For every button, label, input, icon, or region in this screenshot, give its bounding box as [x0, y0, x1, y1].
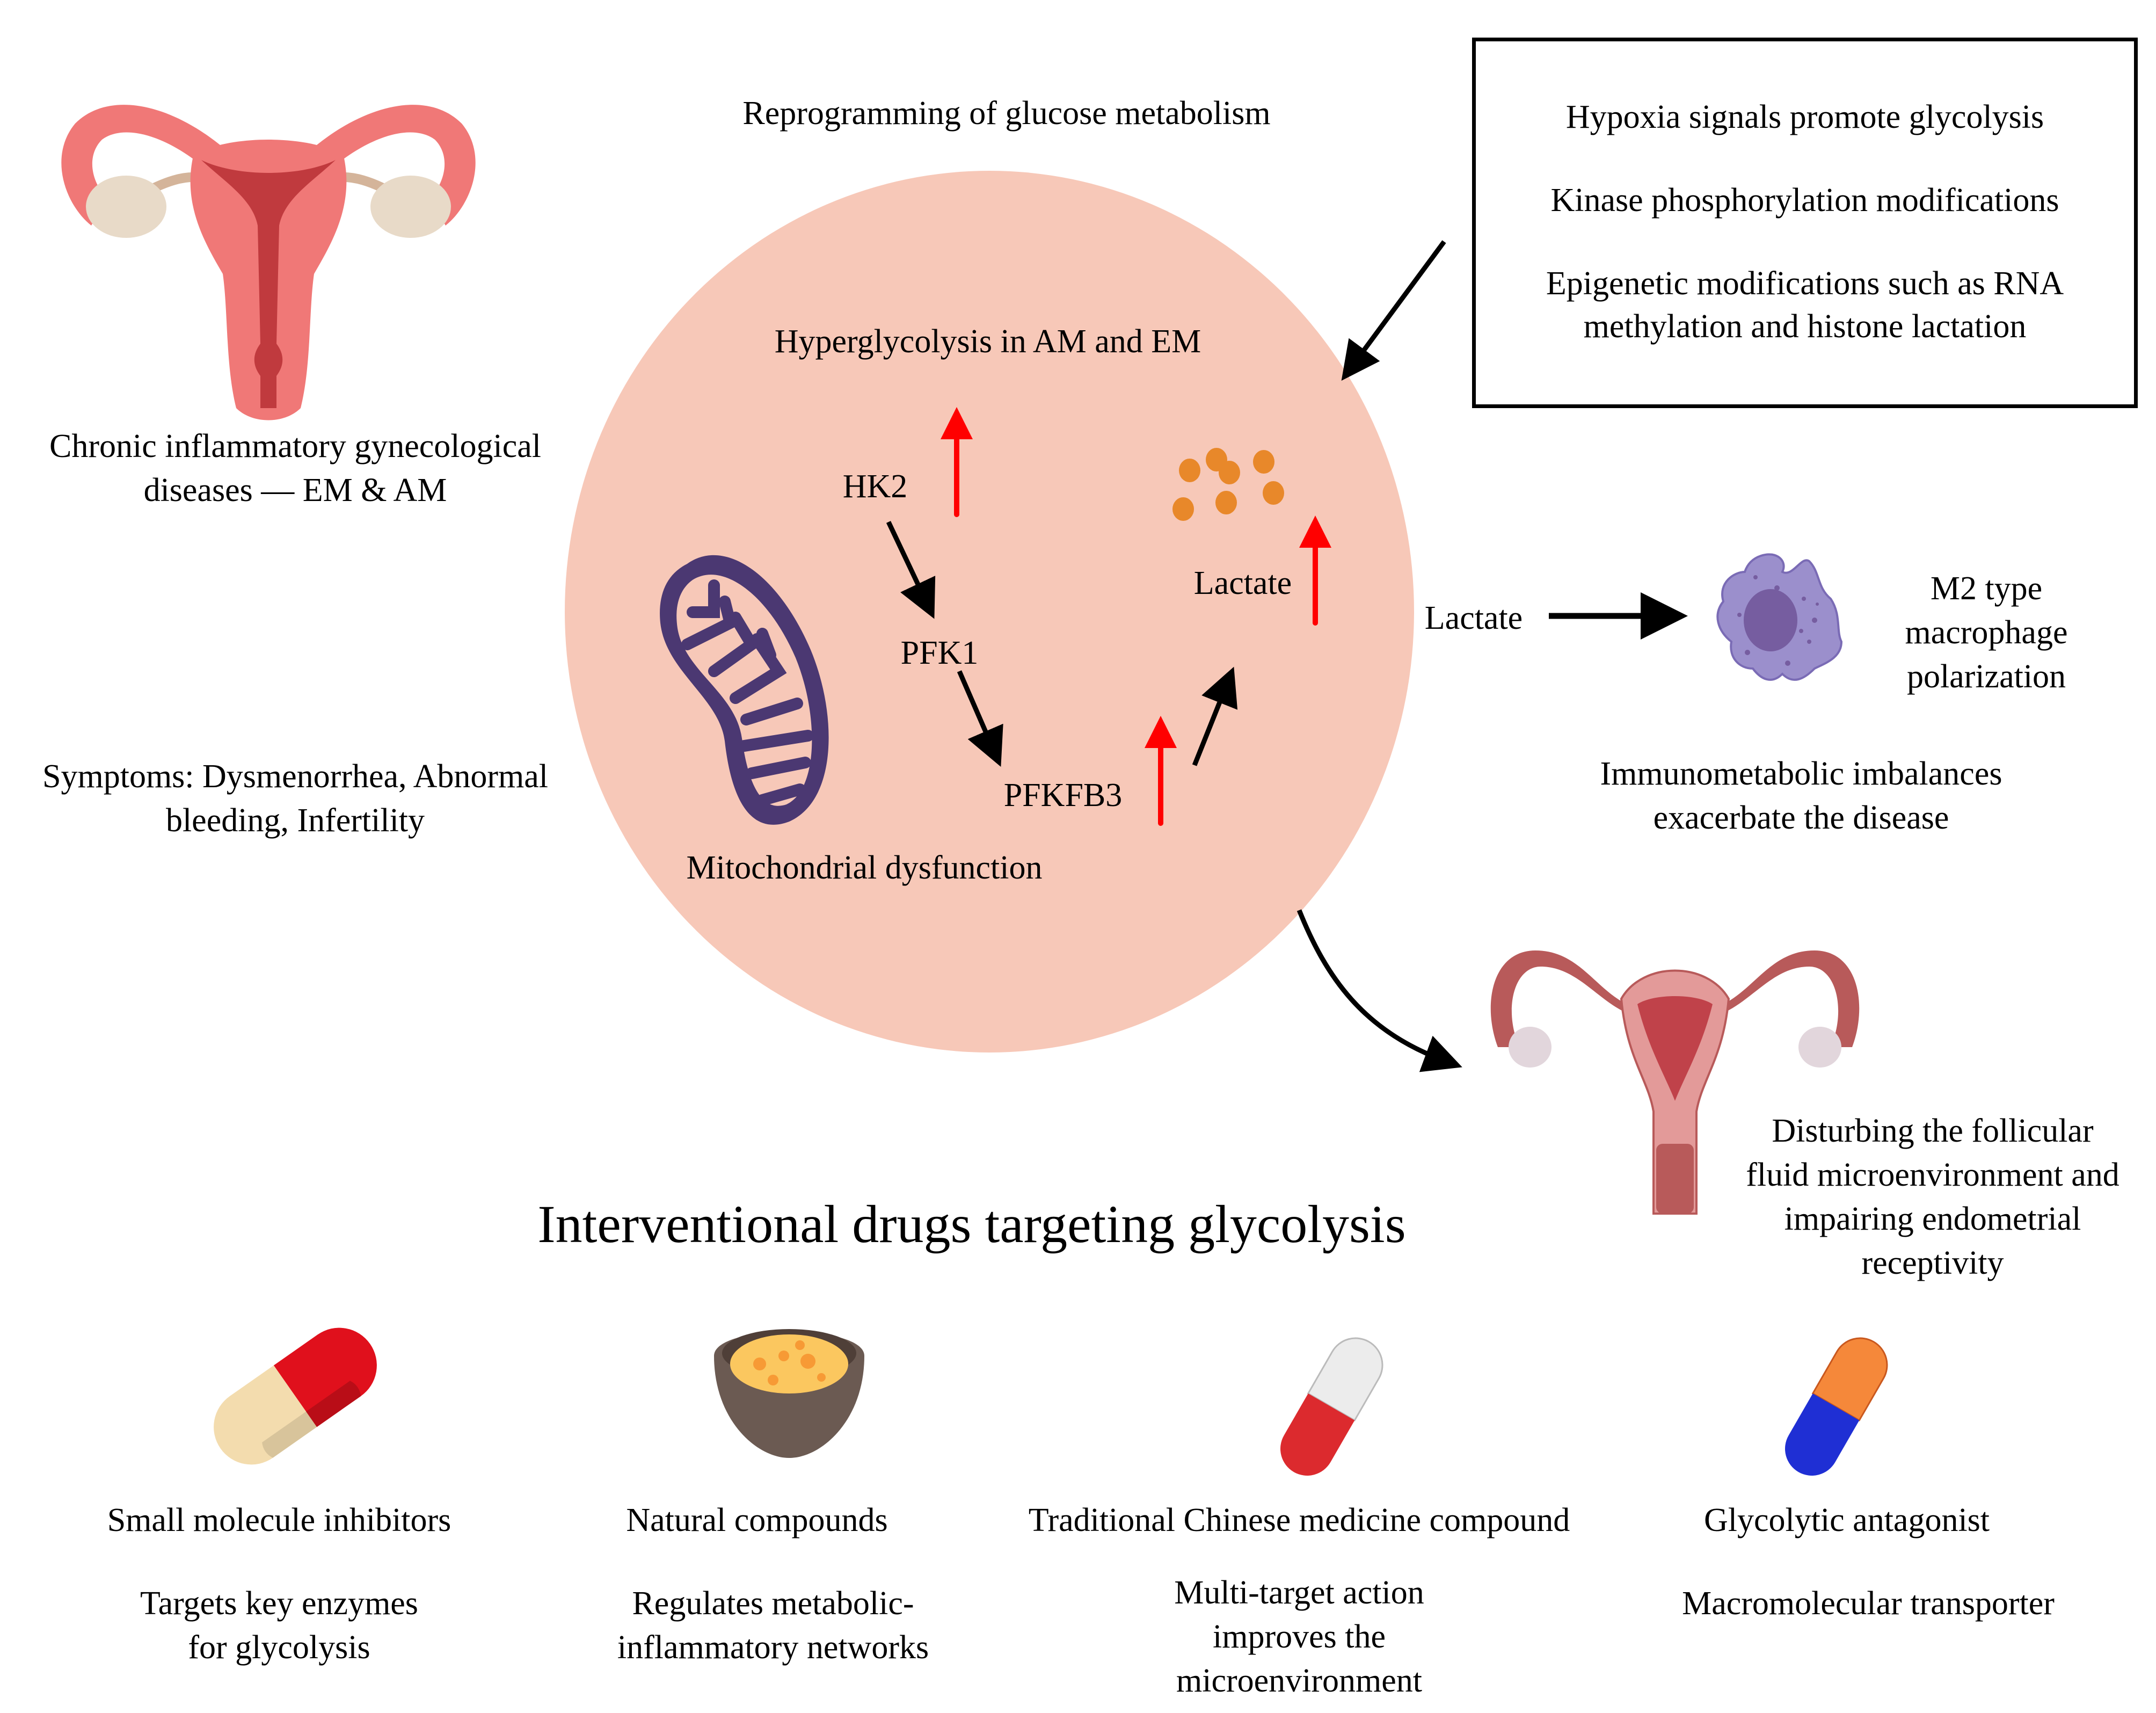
- regulator-item: Epigenetic modifications such as RNA: [1546, 265, 2064, 302]
- up-arrow-icon: [941, 407, 973, 517]
- disease-title-line: Chronic inflammatory gynecological: [49, 428, 541, 464]
- herbal-bowl-icon: [714, 1329, 864, 1458]
- immune-consequence-line: Immunometabolic imbalances: [1600, 756, 2002, 792]
- lactate-label-outer: Lactate: [1424, 600, 1523, 636]
- drug-name: Traditional Chinese medicine compound: [1028, 1502, 1570, 1538]
- drug-desc-line: for glycolysis: [188, 1629, 370, 1666]
- arrow-regulators-circle: [1341, 240, 1446, 381]
- arrow-hk2-pfk1: [886, 521, 936, 619]
- macrophage-icon: [1716, 553, 1843, 681]
- top-label: Reprogramming of glucose metabolism: [742, 95, 1271, 132]
- regulator-item: Hypoxia signals promote glycolysis: [1565, 99, 2044, 135]
- blue-orange-capsule-icon: [1785, 1337, 1888, 1476]
- mitochondria-icon: [660, 555, 829, 825]
- circle-title: Hyperglycolysis in AM and EM: [774, 323, 1201, 360]
- regulators-box: Hypoxia signals promote glycolysis Kinas…: [1472, 38, 2138, 408]
- drug-name: Glycolytic antagonist: [1703, 1502, 1990, 1538]
- drug-desc: Regulates metabolic- inflammatory networ…: [537, 1581, 1009, 1670]
- immune-consequence: Immunometabolic imbalances exacerbate th…: [1519, 752, 2083, 840]
- lactate-molecules-icon: [1172, 448, 1284, 521]
- anatomical-uterus-icon: [1490, 950, 1860, 1215]
- fertility-text-line: impairing endometrial: [1784, 1201, 2081, 1237]
- red-cream-capsule-icon: [214, 1327, 377, 1465]
- fertility-text: Disturbing the follicular fluid microenv…: [1718, 1109, 2147, 1285]
- arrow-pfkfb3-lactate: [1192, 666, 1238, 766]
- up-arrow-icon: [1299, 516, 1331, 626]
- symptoms-line: Symptoms: Dysmenorrhea, Abnormal: [42, 758, 548, 795]
- enzyme-hk2: HK2: [842, 468, 908, 505]
- drug-desc-line: Targets key enzymes: [140, 1585, 418, 1622]
- lactate-label-inner: Lactate: [1193, 565, 1292, 601]
- disease-title: Chronic inflammatory gynecological disea…: [0, 424, 591, 512]
- drug-name: Small molecule inhibitors: [107, 1502, 451, 1538]
- arrow-circle-uterus: [1296, 909, 1462, 1072]
- drug-desc-line: microenvironment: [1176, 1663, 1422, 1699]
- enzyme-pfk1: PFK1: [900, 635, 979, 671]
- uterus-icon: [61, 105, 476, 420]
- drug-desc-line: improves the: [1213, 1618, 1386, 1655]
- immune-consequence-line: exacerbate the disease: [1653, 800, 1949, 836]
- mito-label: Mitochondrial dysfunction: [686, 850, 1043, 886]
- drug-desc: Multi-target action improves the microen…: [1058, 1571, 1541, 1703]
- fertility-text-line: Disturbing the follicular: [1772, 1113, 2094, 1149]
- macrophage-text-line: macrophage: [1905, 614, 2068, 651]
- drug-desc: Macromolecular transporter: [1611, 1581, 2126, 1625]
- drug-desc-line: Multi-target action: [1174, 1574, 1424, 1611]
- fertility-text-line: receptivity: [1861, 1245, 2004, 1281]
- macrophage-text: M2 type macrophage polarization: [1847, 567, 2126, 699]
- symptoms-line: bleeding, Infertility: [165, 802, 425, 839]
- regulator-item: methylation and histone lactation: [1583, 308, 2027, 345]
- drug-name: Natural compounds: [626, 1502, 888, 1538]
- fertility-text-line: fluid microenvironment and: [1746, 1157, 2119, 1193]
- disease-title-line: diseases — EM & AM: [143, 472, 447, 509]
- drugs-section-title: Interventional drugs targeting glycolysi…: [537, 1194, 1406, 1254]
- drug-desc-line: inflammatory networks: [617, 1629, 929, 1666]
- macrophage-text-line: polarization: [1906, 658, 2066, 695]
- drug-desc-line: Regulates metabolic-: [632, 1585, 914, 1622]
- enzyme-pfkfb3: PFKFB3: [1003, 777, 1123, 814]
- red-white-capsule-icon: [1280, 1337, 1383, 1476]
- symptoms-text: Symptoms: Dysmenorrhea, Abnormal bleedin…: [0, 754, 591, 843]
- up-arrow-icon: [1145, 716, 1177, 826]
- drug-desc-line: Macromolecular transporter: [1682, 1585, 2055, 1622]
- regulator-item: Kinase phosphorylation modifications: [1550, 182, 2059, 219]
- macrophage-text-line: M2 type: [1930, 570, 2043, 607]
- arrow-pfk1-pfkfb3: [957, 670, 1003, 767]
- drug-desc: Targets key enzymes for glycolysis: [43, 1581, 515, 1670]
